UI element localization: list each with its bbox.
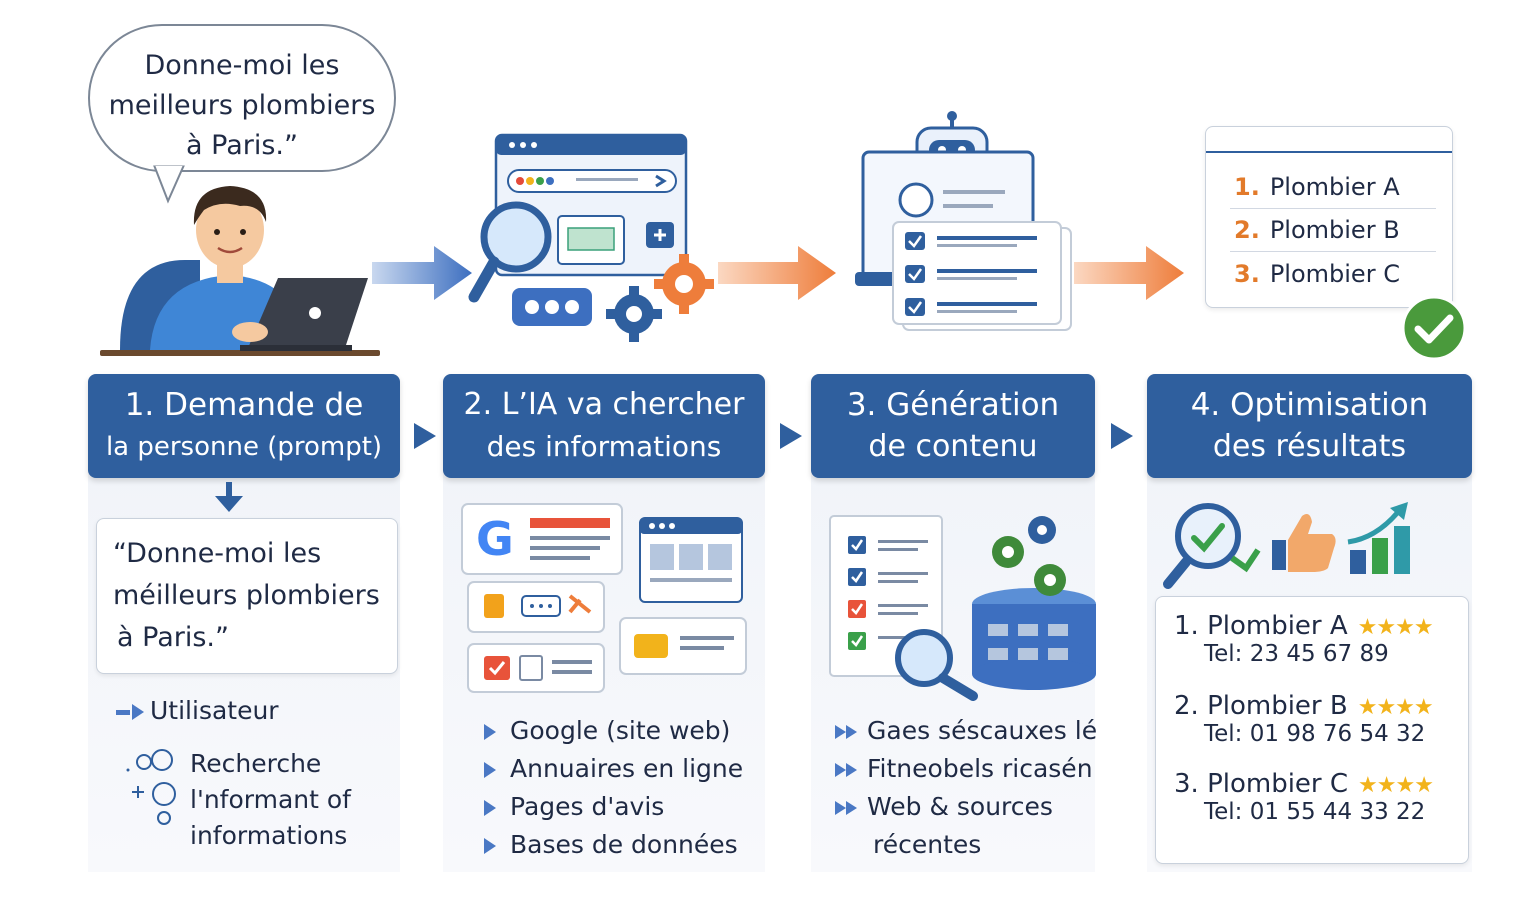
check-circle-icon: [1401, 295, 1467, 361]
step-subtitle: de contenu: [868, 429, 1038, 464]
list-item: Bases de données: [484, 826, 743, 864]
bubble-line-1: Donne-moi les: [144, 50, 340, 81]
play-icon: [484, 800, 496, 816]
step-1-header: 1. Demande de la personne (prompt): [88, 374, 400, 478]
step-title: 2. L’IA va chercher: [463, 387, 745, 422]
rank-number: 2.: [1234, 216, 1260, 244]
play-icon: [846, 725, 857, 739]
ranking-card: 1. Plombier A 2. Plombier B 3. Plombier C: [1205, 126, 1453, 308]
ranking-row: 1. Plombier A: [1234, 173, 1400, 201]
step-3-header: 3. Génération de contenu: [811, 374, 1095, 478]
arrow-right-icon: [1111, 423, 1133, 449]
arrow-right-icon: [414, 423, 436, 449]
bubble-line-2: meilleurs plombiers: [108, 90, 376, 121]
step-subtitle: des résultats: [1212, 429, 1407, 464]
list-item: Pages d'avis: [484, 788, 743, 826]
ranking-row: 2. Plombier B: [1234, 216, 1400, 244]
step-2-header: 2. L’IA va chercher des informations: [443, 374, 765, 478]
play-icon: [835, 725, 846, 739]
rank-name: Plombier B: [1269, 216, 1400, 244]
step-title: 1. Demande de: [124, 387, 364, 423]
search-line-3: informations: [190, 821, 348, 850]
arrow-down-icon: [215, 482, 243, 512]
robot-document-icon: [855, 111, 1072, 331]
row-divider: [1230, 208, 1436, 209]
search-info-text: Recherche l'nformant of informations: [190, 746, 351, 854]
star-rating-icon: ★★★★: [1357, 695, 1434, 720]
list-item-label: Gaes séscauxes lé: [867, 716, 1098, 745]
search-line-2: l'nformant of: [190, 785, 351, 814]
star-rating-icon: ★★★★: [1358, 773, 1434, 798]
person-laptop-icon: [100, 186, 380, 356]
bubble-line-3: à Paris.”: [186, 130, 298, 161]
step-subtitle: la personne (prompt): [105, 432, 383, 462]
result-tel: Tel: 01 55 44 33 22: [1204, 799, 1426, 825]
optimization-icons: [1163, 502, 1410, 589]
prompt-quote-card: “Donne-moi les méilleurs plombiers à Par…: [96, 518, 398, 674]
step-title: 4. Optimisation: [1190, 387, 1429, 423]
results-card: 1. Plombier A ★★★★ Tel: 23 45 67 89 2. Pl…: [1155, 596, 1469, 864]
row-divider: [1230, 251, 1436, 252]
list-item: Annuaires en ligne: [484, 750, 743, 788]
quote-line-3: à Paris.”: [117, 622, 229, 653]
arrow-right-icon: [372, 246, 472, 300]
play-icon: [484, 838, 496, 854]
quote-line-1: “Donne-moi les: [113, 538, 322, 569]
play-icon: [132, 704, 144, 720]
content-generation-icon: [829, 515, 1096, 701]
step-subtitle: des informations: [486, 430, 722, 463]
play-icon: [835, 763, 846, 777]
search-line-1: Recherche: [190, 749, 322, 778]
dash-icon: [116, 709, 130, 715]
list-item-label: Bases de données: [510, 830, 738, 859]
sources-list: Google (site web) Annuaires en ligne Pag…: [484, 712, 743, 864]
arrow-right-icon: [1074, 246, 1184, 300]
ranking-row: 3. Plombier C: [1234, 260, 1400, 288]
bubbles-icon: [126, 749, 176, 825]
user-label-row: Utilisateur: [116, 696, 279, 725]
list-item: Google (site web): [484, 712, 743, 750]
step-4-header: 4. Optimisation des résultats: [1147, 374, 1472, 478]
svg-text:G: G: [476, 512, 514, 566]
result-tel: Tel: 01 98 76 54 32: [1204, 721, 1426, 747]
rank-name: Plombier C: [1269, 260, 1400, 288]
list-item-label: Google (site web): [510, 716, 731, 745]
result-item: 1. Plombier A ★★★★ Tel: 23 45 67 89: [1174, 611, 1434, 667]
list-item-label: Fitneobels ricasén: [867, 754, 1093, 783]
list-item: Fitneobels ricasén: [835, 750, 1097, 788]
arrow-right-icon: [780, 423, 802, 449]
card-divider: [1206, 151, 1452, 153]
bubble-tail-icon: [152, 165, 186, 204]
list-item-label: Pages d'avis: [510, 792, 665, 821]
result-name: 2. Plombier B: [1174, 691, 1348, 721]
rank-name: Plombier A: [1269, 173, 1400, 201]
arrow-right-icon: [718, 246, 836, 300]
rank-number: 1.: [1234, 173, 1260, 201]
result-name: 3. Plombier C: [1174, 769, 1349, 799]
play-icon: [846, 763, 857, 777]
list-item-label: Web & sources: [867, 792, 1053, 821]
result-name: 1. Plombier A: [1174, 611, 1348, 641]
rank-number: 3.: [1234, 260, 1260, 288]
play-icon: [835, 801, 846, 815]
play-icon: [846, 801, 857, 815]
quote-line-2: méilleurs plombiers: [113, 580, 380, 611]
result-item: 2. Plombier B ★★★★ Tel: 01 98 76 54 32: [1174, 691, 1434, 747]
step-title: 3. Génération: [846, 387, 1060, 423]
list-item: Gaes séscauxes lé: [835, 712, 1097, 750]
speech-bubble: Donne-moi les meilleurs plombiers à Pari…: [88, 24, 396, 172]
play-icon: [484, 762, 496, 778]
result-item: 3. Plombier C ★★★★ Tel: 01 55 44 33 22: [1174, 769, 1434, 825]
list-item-label: Annuaires en ligne: [510, 754, 744, 783]
browser-search-icon: [468, 133, 714, 342]
list-item-continuation: récentes: [873, 830, 982, 859]
result-tel: Tel: 23 45 67 89: [1204, 641, 1389, 667]
content-list: Gaes séscauxes lé Fitneobels ricasén Web…: [835, 712, 1097, 864]
list-item: Web & sources: [835, 788, 1097, 826]
play-icon: [484, 724, 496, 740]
star-rating-icon: ★★★★: [1357, 615, 1434, 640]
sources-icon: G: [461, 503, 747, 693]
user-label: Utilisateur: [150, 696, 279, 725]
